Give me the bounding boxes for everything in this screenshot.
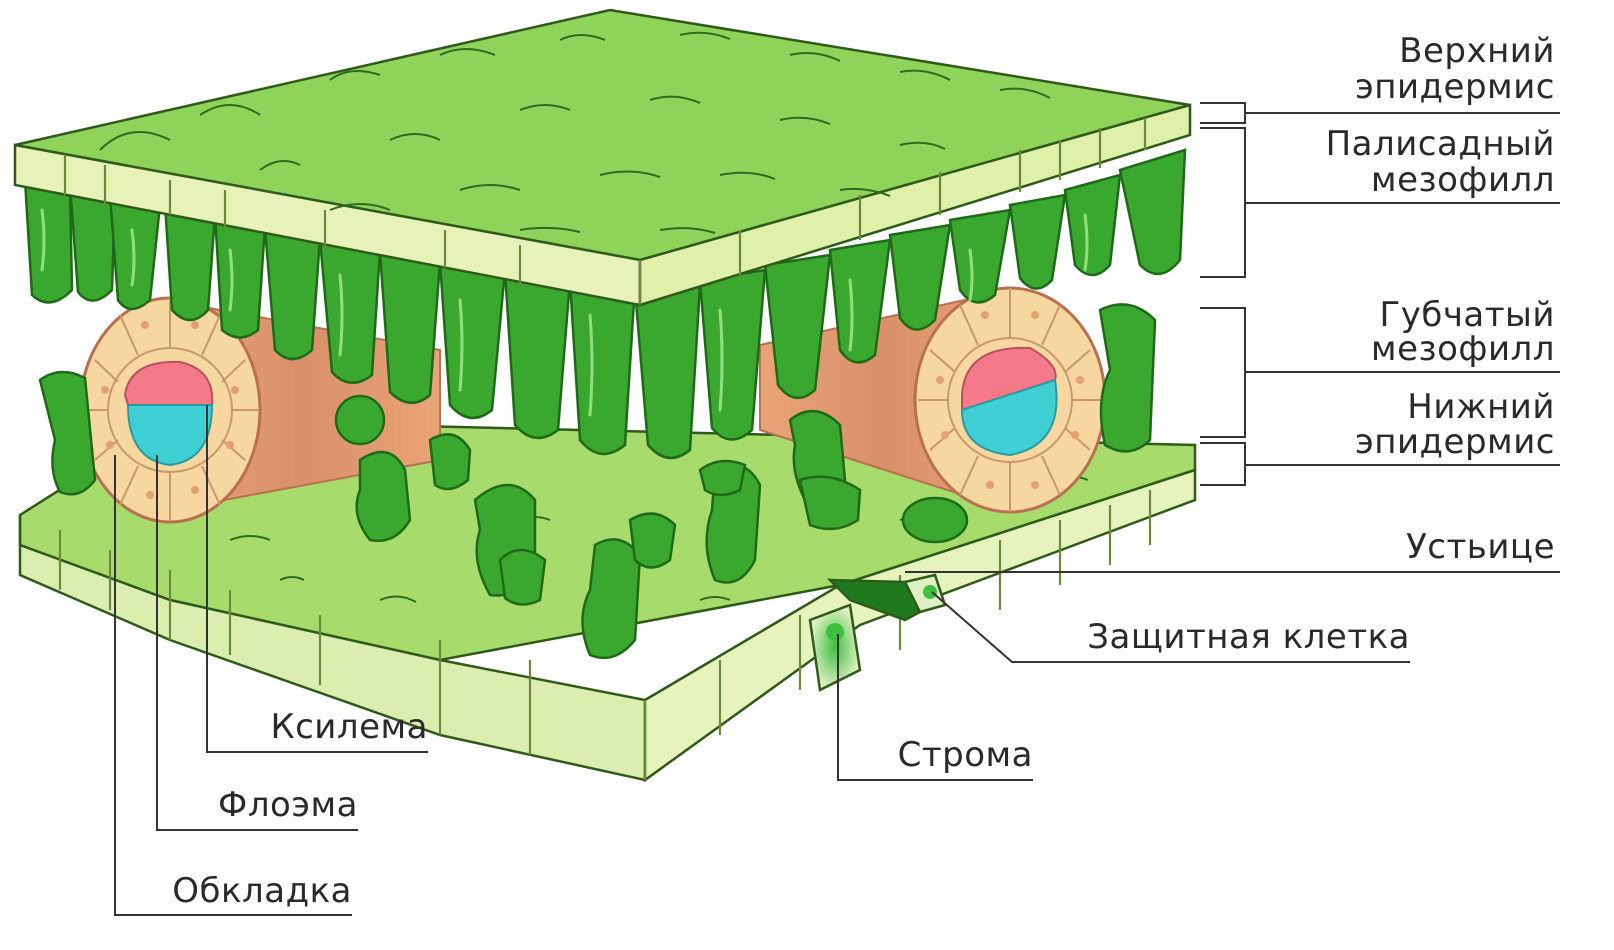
label-bundle-sheath: Обкладка [172,871,352,911]
label-phloem: Флоэма [218,785,358,825]
label-lower-epidermis-1: Нижний [1407,387,1555,427]
label-xylem: Ксилема [270,707,428,747]
label-guard-cell: Защитная клетка [1087,617,1410,657]
label-palisade-1: Палисадный [1326,124,1555,164]
label-lower-epidermis-2: эпидермис [1355,422,1555,462]
label-upper-epidermis-2: эпидермис [1355,67,1555,107]
label-stroma: Строма [898,735,1033,775]
label-upper-epidermis-1: Верхний [1399,31,1555,71]
label-palisade-2: мезофилл [1371,160,1555,200]
label-stoma: Устьице [1406,527,1555,567]
label-spongy-2: мезофилл [1371,329,1555,369]
